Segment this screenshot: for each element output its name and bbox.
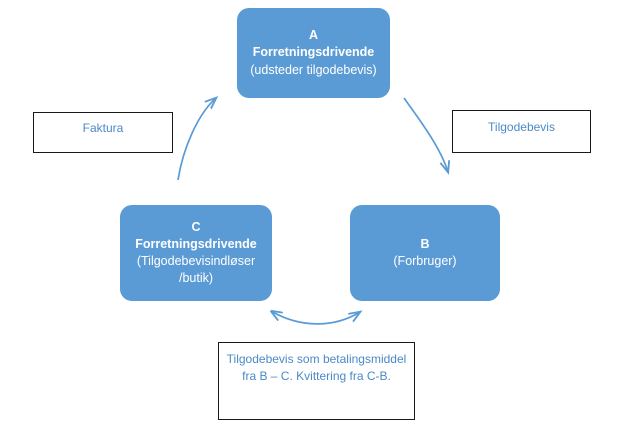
node-c-merchant-redeemer[interactable]: C Forretningsdrivende (Tilgodebevisindlø… [120,205,272,301]
payment-note-line-2: betalingsmiddel fra B – C. [242,352,407,384]
arrow-a-to-b-icon [403,97,448,172]
node-c-title: Forretningsdrivende [135,236,257,251]
label-faktura-text: Faktura [82,121,124,135]
arrow-b-to-c-bidirectional-icon [271,311,360,325]
label-tilgodebevis-text: Tilgodebevis [488,120,555,134]
node-b-id: B [420,236,430,251]
node-b-subtitle: (Forbruger) [393,254,457,268]
node-c-subtitle-line1: (Tilgodebevisindløser [136,254,256,268]
node-a-subtitle: (udsteder tilgodebevis) [250,62,377,77]
node-a-title: Forretningsdrivende [252,45,375,60]
label-box-payment-note: Tilgodebevis som betalingsmiddel fra B –… [218,342,415,420]
label-box-faktura: Faktura [33,112,173,153]
node-a-merchant-issuer[interactable]: A Forretningsdrivende (udsteder tilgodeb… [237,8,390,98]
node-c-subtitle-line2: /butik) [178,271,214,286]
payment-note-line-3: Kvittering fra C-B. [296,369,391,384]
label-box-tilgodebevis: Tilgodebevis [452,110,591,153]
node-c-id: C [191,219,201,234]
node-a-id: A [308,28,319,43]
arrow-c-to-a-icon [177,98,216,181]
node-b-consumer[interactable]: B (Forbruger) [350,205,500,301]
payment-note-line-1: Tilgodebevis som [226,352,320,366]
